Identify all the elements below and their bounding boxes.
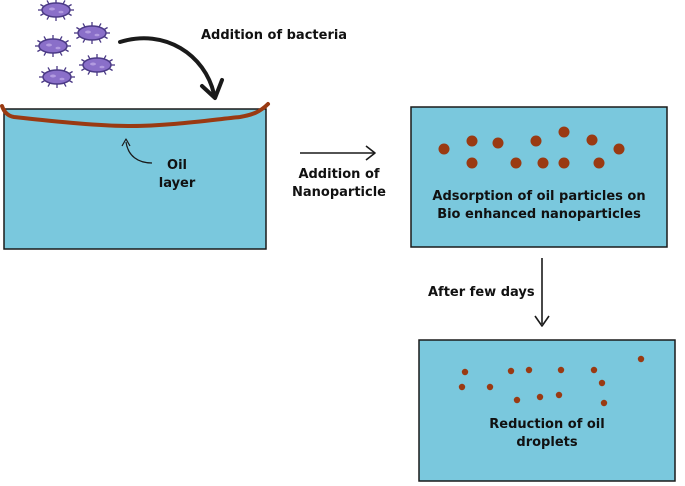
after-few-days-arrow-icon	[534, 258, 550, 327]
bacterium-icon	[35, 35, 71, 57]
oil-droplet-icon	[461, 368, 469, 376]
oil-droplet-icon	[558, 126, 570, 138]
reduction-label-line2: droplets	[516, 435, 578, 450]
oil-droplet-icon	[466, 157, 478, 169]
oil-layer	[0, 102, 270, 129]
addition-of-nanoparticle-label: Addition of Nanoparticle	[289, 166, 389, 202]
addition-of-nanoparticle-line1: Addition of	[298, 167, 380, 182]
oil-droplet-icon	[598, 379, 606, 387]
oil-droplet-icon	[590, 366, 598, 374]
oil-layer-label: Oil layer	[152, 157, 202, 193]
oil-droplet-icon	[613, 143, 625, 155]
oil-droplet-icon	[492, 137, 504, 149]
oil-droplet-icon	[530, 135, 542, 147]
oil-tank	[0, 102, 270, 250]
nanoparticle-addition-arrow-icon	[300, 145, 376, 161]
water-tank-1	[3, 108, 267, 250]
reduction-droplets	[458, 355, 645, 407]
oil-droplet-icon	[537, 157, 549, 169]
adsorption-label: Adsorption of oil particles on Bio enhan…	[411, 188, 667, 224]
addition-of-bacteria-label: Addition of bacteria	[201, 28, 348, 43]
oil-pointer-arrow-icon	[125, 141, 153, 164]
addition-of-nanoparticle-line2: Nanoparticle	[292, 185, 386, 200]
bacterium-icon	[38, 0, 74, 21]
reduction-label-line1: Reduction of oil	[489, 417, 605, 432]
oil-droplet-icon	[513, 396, 521, 404]
reduction-box	[418, 339, 676, 482]
oil-droplet-icon	[586, 134, 598, 146]
oil-droplet-icon	[558, 157, 570, 169]
oil-droplet-icon	[510, 157, 522, 169]
oil-droplet-icon	[486, 383, 494, 391]
adsorption-box	[410, 106, 668, 248]
oil-droplet-icon	[600, 399, 608, 407]
bacterium-icon	[79, 54, 115, 76]
oil-droplet-icon	[438, 143, 450, 155]
adsorption-label-line1: Adsorption of oil particles on	[432, 189, 646, 204]
oil-droplet-icon	[507, 367, 515, 375]
bacteria-addition-arrow-icon	[118, 36, 224, 100]
after-few-days-label: After few days	[428, 285, 535, 300]
oil-droplet-icon	[466, 135, 478, 147]
oil-droplet-icon	[593, 157, 605, 169]
adsorption-droplets	[438, 126, 625, 169]
bacterium-icon	[74, 22, 110, 44]
reduction-label: Reduction of oil droplets	[419, 416, 675, 452]
oil-droplet-icon	[557, 366, 565, 374]
oil-droplet-icon	[555, 391, 563, 399]
oil-droplet-icon	[458, 383, 466, 391]
bacteria-group	[35, 0, 115, 88]
oil-droplet-icon	[637, 355, 645, 363]
bacterium-icon	[39, 66, 75, 88]
adsorption-label-line2: Bio enhanced nanoparticles	[437, 207, 641, 222]
oil-droplet-icon	[536, 393, 544, 401]
oil-layer-label-line2: layer	[158, 176, 196, 191]
oil-droplet-icon	[525, 366, 533, 374]
oil-layer-label-line1: Oil	[167, 158, 187, 173]
